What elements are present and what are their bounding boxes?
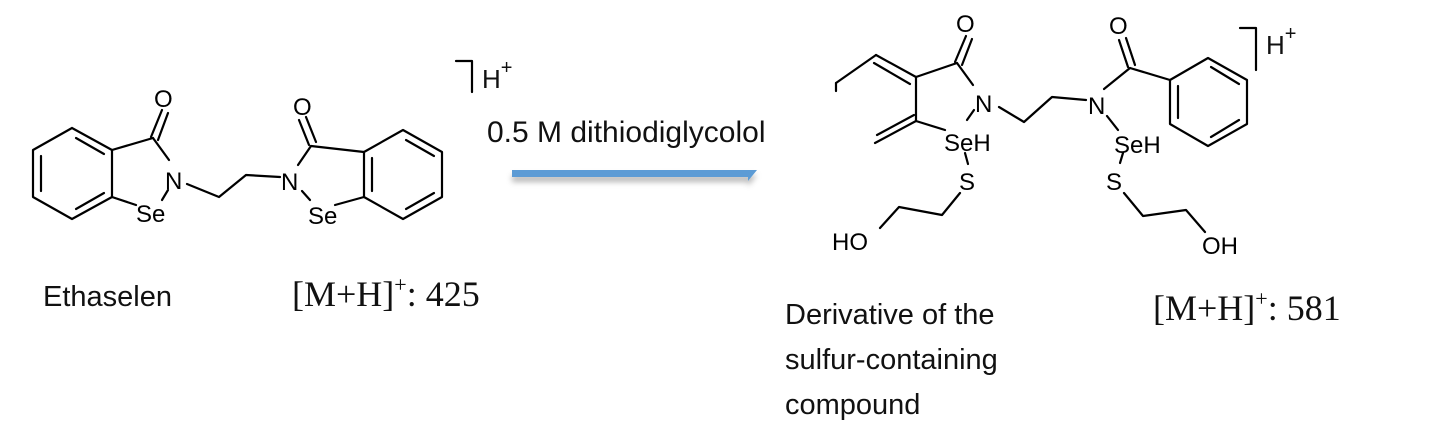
reactant-mass: [M+H]+: 425 [292,274,480,314]
atom-seh: SeH [1114,132,1161,159]
atom-s: S [1106,169,1122,196]
atom-se: Se [308,203,337,230]
atom-se: Se [136,201,165,228]
reagent-label: 0.5 M dithiodiglycolol [487,116,766,149]
right-benzene-ring [362,128,444,221]
reactant-name: Ethaselen [43,281,172,313]
product-name-line: Derivative of the [785,299,995,331]
mass-prefix: [M+H] [1153,288,1256,328]
product-name-line: compound [785,389,921,421]
ethaselen-structure: O N Se O N Se [31,59,474,230]
atom-o: O [956,11,975,38]
mass-prefix: [M+H] [292,274,395,314]
reactant-charge: H+ [482,58,512,95]
atom-n: N [165,168,182,195]
atom-n: N [975,91,992,118]
atom-o: O [293,94,312,121]
mass-sup: + [1255,286,1268,311]
mass-value: : 425 [406,274,480,314]
mass-value: : 581 [1267,288,1341,328]
atom-o: O [154,86,173,113]
atom-ho: HO [832,229,868,256]
product-charge: H+ [1266,24,1296,61]
charge-plus: + [1284,23,1297,45]
charge-bracket [454,59,474,94]
atom-n: N [281,169,298,196]
atom-seh: SeH [944,130,991,157]
product-name-line: sulfur-containing [785,344,998,376]
atom-oh: OH [1202,233,1238,260]
charge-plus: + [500,57,513,79]
atom-n: N [1088,93,1105,120]
product-name: Derivative of the sulfur-containing comp… [785,293,1085,428]
atom-s: S [959,169,975,196]
product-structure: O N SeH S HO O N SeH S OH [832,11,1258,260]
charge-h: H [1266,30,1285,60]
mass-sup: + [394,272,407,297]
atom-o: O [1109,13,1128,40]
left-benzene-ring [31,126,114,221]
charge-bracket [1238,26,1258,72]
product-benzene-ring [1168,56,1249,148]
charge-h: H [482,64,501,94]
reaction-arrow [512,170,757,181]
product-mass: [M+H]+: 581 [1153,288,1341,328]
